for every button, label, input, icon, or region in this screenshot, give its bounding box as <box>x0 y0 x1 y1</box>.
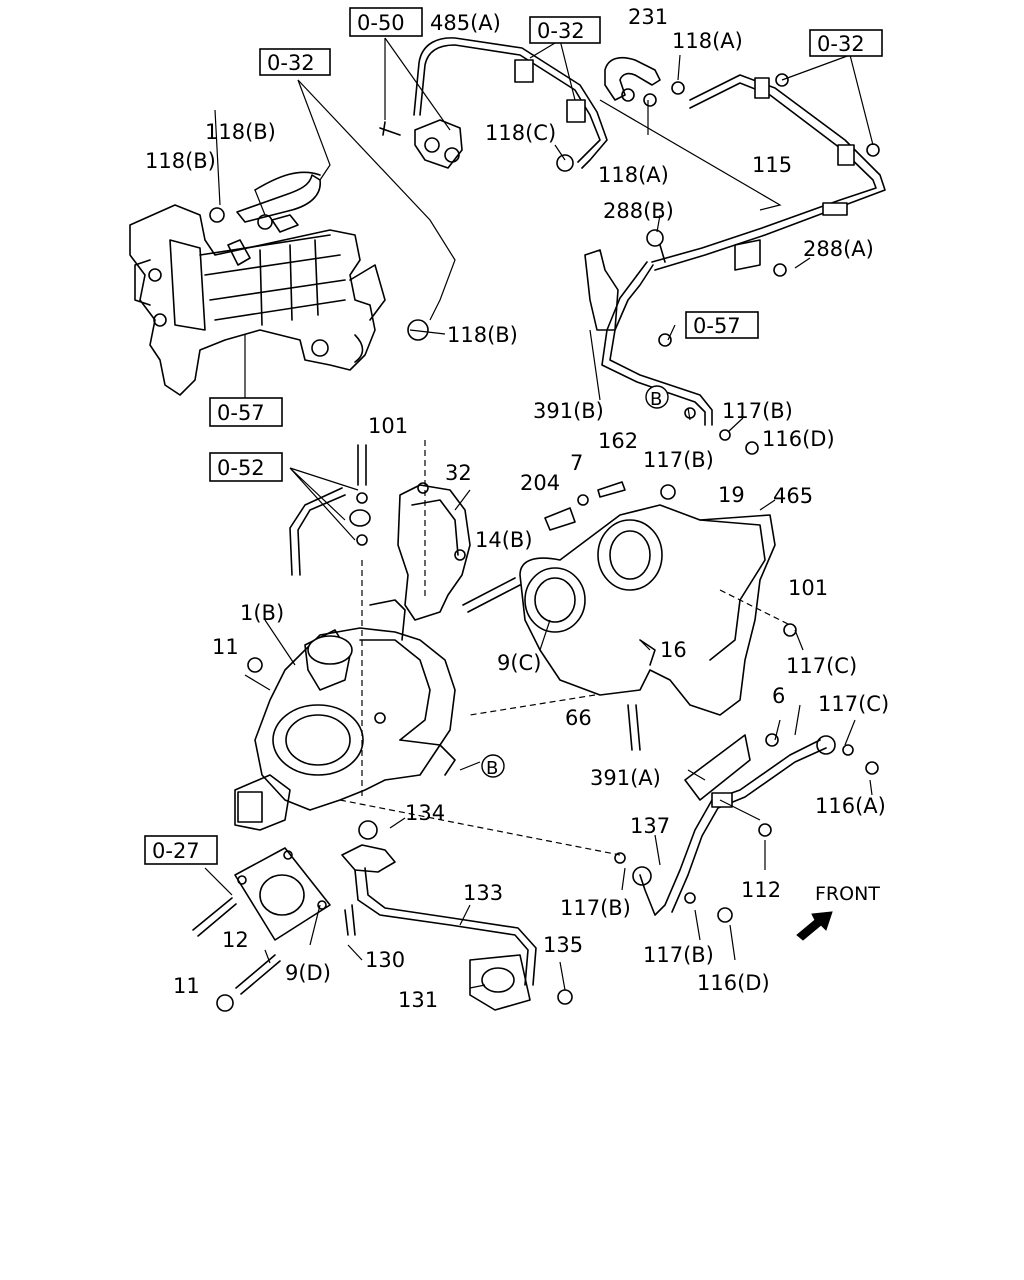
oil-feed-pipe-137 <box>614 733 879 923</box>
ref-0-57-a: 0-57 <box>217 401 265 425</box>
label-117c-2: 117(C) <box>818 692 889 716</box>
ref-0-52: 0-52 <box>217 456 265 480</box>
label-117b-3: 117(B) <box>560 896 631 920</box>
front-arrow-icon <box>796 911 833 941</box>
label-116a: 116(A) <box>815 794 886 818</box>
label-288a: 288(A) <box>803 237 874 261</box>
label-117c-1: 117(C) <box>786 654 857 678</box>
leader-lines <box>204 37 874 991</box>
label-131: 131 <box>398 988 438 1012</box>
marker-b-top: B <box>650 389 662 410</box>
part-labels: 485(A) 231 118(A) 118(B) 118(C) 118(B) 1… <box>145 5 889 1012</box>
label-288b: 288(B) <box>603 199 674 223</box>
label-231: 231 <box>628 5 668 29</box>
label-9d: 9(D) <box>285 961 331 985</box>
label-162: 162 <box>598 429 638 453</box>
label-116d-1: 116(D) <box>762 427 835 451</box>
label-19: 19 <box>718 483 745 507</box>
label-14b: 14(B) <box>475 528 533 552</box>
label-118b-2: 118(B) <box>145 149 216 173</box>
label-118b-1: 118(B) <box>205 120 276 144</box>
exhaust-manifold <box>519 481 797 716</box>
label-117b-2: 117(B) <box>643 448 714 472</box>
oil-return-pipe-133 <box>341 820 573 1011</box>
label-116d-2: 116(D) <box>697 971 770 995</box>
ref-0-32-b: 0-32 <box>267 51 315 75</box>
stud-0-27 <box>192 897 237 937</box>
label-134: 134 <box>405 801 445 825</box>
ref-0-32-a: 0-32 <box>537 19 585 43</box>
label-133: 133 <box>463 881 503 905</box>
label-130: 130 <box>365 948 405 972</box>
label-391b: 391(B) <box>533 399 604 423</box>
connection-markers: B B <box>481 385 669 779</box>
banjo-0-52 <box>289 444 371 576</box>
label-11-bottom: 11 <box>173 974 200 998</box>
front-label: FRONT <box>815 883 880 905</box>
pipe-288-and-bracket-391b <box>584 229 787 455</box>
turbocharger-1b <box>234 599 456 831</box>
label-117b-4: 117(B) <box>643 943 714 967</box>
ref-0-27: 0-27 <box>152 839 200 863</box>
heat-shield-32 <box>397 482 471 621</box>
label-112: 112 <box>741 878 781 902</box>
ref-0-32-c: 0-32 <box>817 32 865 56</box>
label-16: 16 <box>660 638 687 662</box>
gasket-9d <box>234 847 331 941</box>
label-115: 115 <box>752 153 792 177</box>
label-11-top: 11 <box>212 635 239 659</box>
label-118a-mid: 118(A) <box>598 163 669 187</box>
ref-0-50: 0-50 <box>357 11 405 35</box>
label-9c: 9(C) <box>497 651 541 675</box>
label-7: 7 <box>570 451 583 475</box>
label-118a-top: 118(A) <box>672 29 743 53</box>
pipe-485a <box>379 37 608 172</box>
label-32: 32 <box>445 461 472 485</box>
label-135: 135 <box>543 933 583 957</box>
label-101-top: 101 <box>368 414 408 438</box>
reference-boxes: 0-50 0-32 0-32 0-32 0-57 0-57 0-52 0-27 <box>144 7 883 865</box>
stud-14b <box>462 577 521 613</box>
egr-cooler-assembly <box>129 204 386 396</box>
label-12: 12 <box>222 928 249 952</box>
label-204: 204 <box>520 471 560 495</box>
label-391a: 391(A) <box>590 766 661 790</box>
hose-231 <box>604 56 685 107</box>
nut-11-bottom <box>216 994 234 1012</box>
egr-hoses <box>209 171 429 341</box>
label-485a: 485(A) <box>430 11 501 35</box>
ref-0-57-b: 0-57 <box>693 314 741 338</box>
label-118c: 118(C) <box>485 121 556 145</box>
label-465: 465 <box>773 484 813 508</box>
stud-12 <box>235 954 281 995</box>
label-6: 6 <box>772 684 785 708</box>
label-66: 66 <box>565 706 592 730</box>
label-117b-1: 117(B) <box>722 399 793 423</box>
label-1b: 1(B) <box>240 601 284 625</box>
marker-b-bottom: B <box>486 758 498 779</box>
label-101-right: 101 <box>788 576 828 600</box>
stud-66 <box>627 704 641 751</box>
label-137: 137 <box>630 814 670 838</box>
label-118b-3: 118(B) <box>447 323 518 347</box>
